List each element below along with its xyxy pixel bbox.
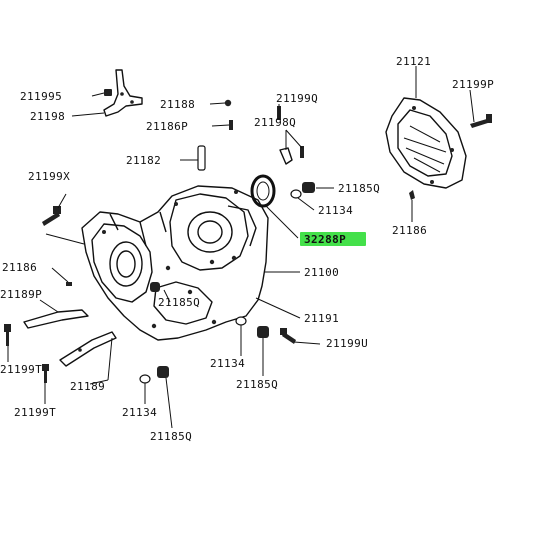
label-21100: 21100 <box>304 266 339 279</box>
label-21198: 21198 <box>30 110 65 123</box>
label-21189: 21189 <box>70 380 105 393</box>
label-21199U: 21199U <box>326 337 368 350</box>
bolt-21199T-a <box>4 324 11 346</box>
bolt-21199U <box>280 328 296 344</box>
label-21185Q-d: 21185Q <box>150 430 192 443</box>
washer-21134-c <box>139 374 151 384</box>
clip-21198Q <box>279 146 304 165</box>
label-21198Q: 21198Q <box>254 116 296 129</box>
leader-lines <box>7 66 475 429</box>
label-21199P: 21199P <box>452 78 494 91</box>
washer-21134-a <box>290 189 302 199</box>
plug-21185Q-b <box>257 326 269 338</box>
bracket-21198 <box>103 69 143 117</box>
transmission-case-21100 <box>81 185 269 341</box>
label-21199Q: 21199Q <box>276 92 318 105</box>
label-21134-b: 21134 <box>210 357 245 370</box>
label-21134-a: 21134 <box>318 204 353 217</box>
guide-21189 <box>59 331 117 367</box>
label-21186-left: 21186 <box>2 261 37 274</box>
bolt-21199T-b <box>42 364 49 383</box>
washer-21134-b <box>235 316 247 326</box>
label-21188: 21188 <box>160 98 195 111</box>
pin-21186-right <box>409 190 415 200</box>
bolt-21199X <box>42 206 61 226</box>
label-21186P: 21186P <box>146 120 188 133</box>
highlight-32288P <box>300 232 366 246</box>
pin-21186P <box>229 120 233 130</box>
bolt-21199P <box>470 114 492 128</box>
pin-21186-left <box>66 282 72 286</box>
label-21186-right: 21186 <box>392 224 427 237</box>
label-21189P: 21189P <box>0 288 42 301</box>
pin-21182 <box>197 145 206 171</box>
label-21199X: 21199X <box>28 170 70 183</box>
oil-seal-32288P <box>250 174 276 208</box>
label-211995: 211995 <box>20 90 62 103</box>
plug-21185Q-a <box>302 182 315 193</box>
label-21134-c: 21134 <box>122 406 157 419</box>
label-21185Q-a: 21185Q <box>338 182 380 195</box>
bolt-211995 <box>104 89 112 96</box>
plug-21185Q-c <box>157 366 169 378</box>
cover-21121 <box>385 97 467 189</box>
label-21199T-b: 21199T <box>14 406 56 419</box>
label-21185Q-c: 21185Q <box>236 378 278 391</box>
label-21185Q-b: 21185Q <box>158 296 200 309</box>
label-21199T-a: 21199T <box>0 363 42 376</box>
part-labels: 211995 21198 21188 21199Q 21186P 21198Q … <box>0 55 494 443</box>
label-21121: 21121 <box>396 55 431 68</box>
plug-21185Q-d <box>150 282 160 292</box>
label-32288P: 32288P <box>304 233 346 246</box>
bracket-21189P <box>23 309 89 329</box>
label-21191: 21191 <box>304 312 339 325</box>
label-21182: 21182 <box>126 154 161 167</box>
bolt-21188 <box>224 99 232 107</box>
